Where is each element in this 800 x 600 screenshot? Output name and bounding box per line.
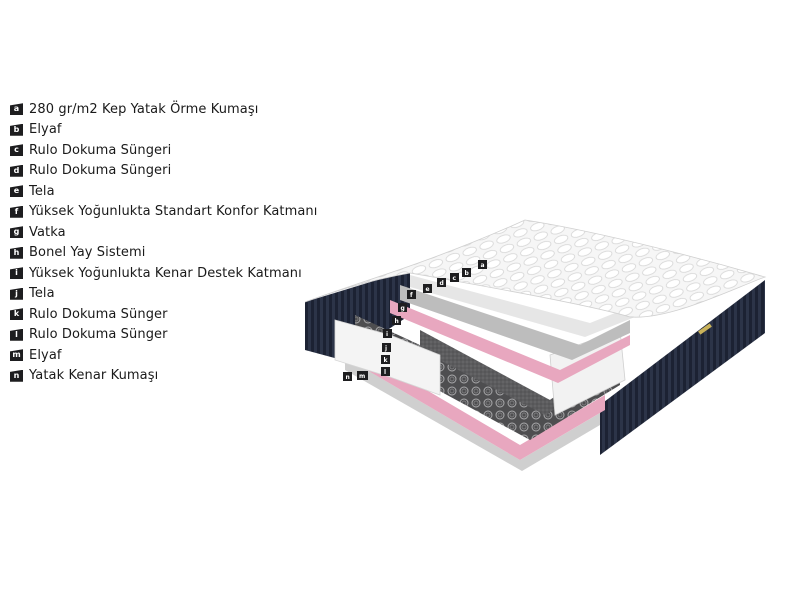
layer-tag-g: g: [398, 303, 407, 312]
svg-text:k: k: [384, 357, 389, 364]
legend-item: d Rulo Dokuma Süngeri: [10, 161, 318, 182]
svg-text:j: j: [384, 345, 387, 352]
layer-tag-m: m: [357, 371, 368, 380]
legend-item: a 280 gr/m2 Kep Yatak Örme Kumaşı: [10, 99, 318, 120]
legend-label: Elyaf: [29, 122, 62, 138]
side-brand-label: [698, 323, 712, 335]
legend-label: Tela: [29, 286, 55, 302]
legend-label: Elyaf: [29, 347, 62, 363]
layer-key-badge: j: [10, 287, 23, 300]
legend-item: c Rulo Dokuma Süngeri: [10, 140, 318, 161]
svg-text:l: l: [384, 369, 386, 376]
layer-tags-top: a b c d e f g h: [392, 260, 487, 325]
legend-label: Vatka: [29, 224, 66, 240]
layer-tag-n: n: [343, 372, 352, 381]
layer-tag-b: b: [462, 268, 471, 277]
layer-tag-l: l: [381, 367, 390, 376]
layer-key-badge: h: [10, 246, 23, 259]
legend-item: g Vatka: [10, 222, 318, 243]
legend-label: Yüksek Yoğunlukta Standart Konfor Katman…: [29, 204, 318, 220]
legend-label: Tela: [29, 183, 55, 199]
legend-label: 280 gr/m2 Kep Yatak Örme Kumaşı: [29, 101, 259, 117]
layer-tag-j: j: [382, 343, 391, 352]
legend-label: Yüksek Yoğunlukta Kenar Destek Katmanı: [29, 265, 302, 281]
layer-key-badge: f: [10, 205, 23, 218]
legend-item: k Rulo Dokuma Sünger: [10, 304, 318, 325]
svg-text:c: c: [453, 275, 457, 282]
layer-key-badge: l: [10, 328, 23, 341]
layer-tags-left: i j k l m n: [343, 329, 392, 381]
layer-tag-f: f: [407, 290, 416, 299]
layer-key-badge: i: [10, 267, 23, 280]
layer-tag-i: i: [383, 329, 392, 338]
legend-label: Rulo Dokuma Sünger: [29, 306, 168, 322]
mattress-side-right: [600, 280, 765, 455]
mattress-svg: a b c d e f g h i j k l m n: [304, 219, 767, 471]
layer-key-badge: m: [10, 349, 23, 362]
legend-label: Bonel Yay Sistemi: [29, 245, 146, 261]
layer-tag-h: h: [392, 316, 401, 325]
legend-item: i Yüksek Yoğunlukta Kenar Destek Katmanı: [10, 263, 318, 284]
quilted-top: [304, 219, 767, 318]
layer-tag-e: e: [423, 284, 432, 293]
svg-text:b: b: [465, 270, 470, 277]
svg-text:f: f: [410, 292, 413, 299]
layer-key-badge: a: [10, 103, 23, 116]
legend-item: b Elyaf: [10, 120, 318, 141]
mattress-cutaway-illustration: a b c d e f g h i j k l m n: [290, 205, 780, 475]
svg-text:a: a: [481, 262, 485, 269]
svg-text:g: g: [401, 305, 405, 312]
svg-text:d: d: [440, 280, 444, 287]
layer-key-badge: c: [10, 144, 23, 157]
svg-text:i: i: [386, 331, 388, 338]
layer-key-badge: e: [10, 185, 23, 198]
layer-tag-d: d: [437, 278, 446, 287]
legend-label: Rulo Dokuma Süngeri: [29, 142, 172, 158]
legend-item: h Bonel Yay Sistemi: [10, 243, 318, 264]
legend-label: Rulo Dokuma Sünger: [29, 327, 168, 343]
layer-tag-k: k: [381, 355, 390, 364]
svg-text:e: e: [426, 286, 430, 293]
mattress-side-left: [305, 270, 410, 360]
svg-text:m: m: [359, 373, 365, 380]
white-foam-layers: [410, 275, 635, 337]
legend-item: n Yatak Kenar Kumaşı: [10, 366, 318, 387]
legend-item: m Elyaf: [10, 345, 318, 366]
layer-key-badge: b: [10, 123, 23, 136]
svg-text:n: n: [346, 374, 350, 381]
legend-item: l Rulo Dokuma Sünger: [10, 325, 318, 346]
legend-item: f Yüksek Yoğunlukta Standart Konfor Katma…: [10, 202, 318, 223]
layer-key-badge: n: [10, 369, 23, 382]
legend-item: j Tela: [10, 284, 318, 305]
legend-label: Rulo Dokuma Süngeri: [29, 163, 172, 179]
layer-tag-a: a: [478, 260, 487, 269]
layer-key-badge: k: [10, 308, 23, 321]
layer-key-badge: g: [10, 226, 23, 239]
layer-tag-c: c: [450, 273, 459, 282]
legend-label: Yatak Kenar Kumaşı: [29, 368, 159, 384]
layer-key-badge: d: [10, 164, 23, 177]
legend-item: e Tela: [10, 181, 318, 202]
svg-text:h: h: [395, 318, 399, 325]
